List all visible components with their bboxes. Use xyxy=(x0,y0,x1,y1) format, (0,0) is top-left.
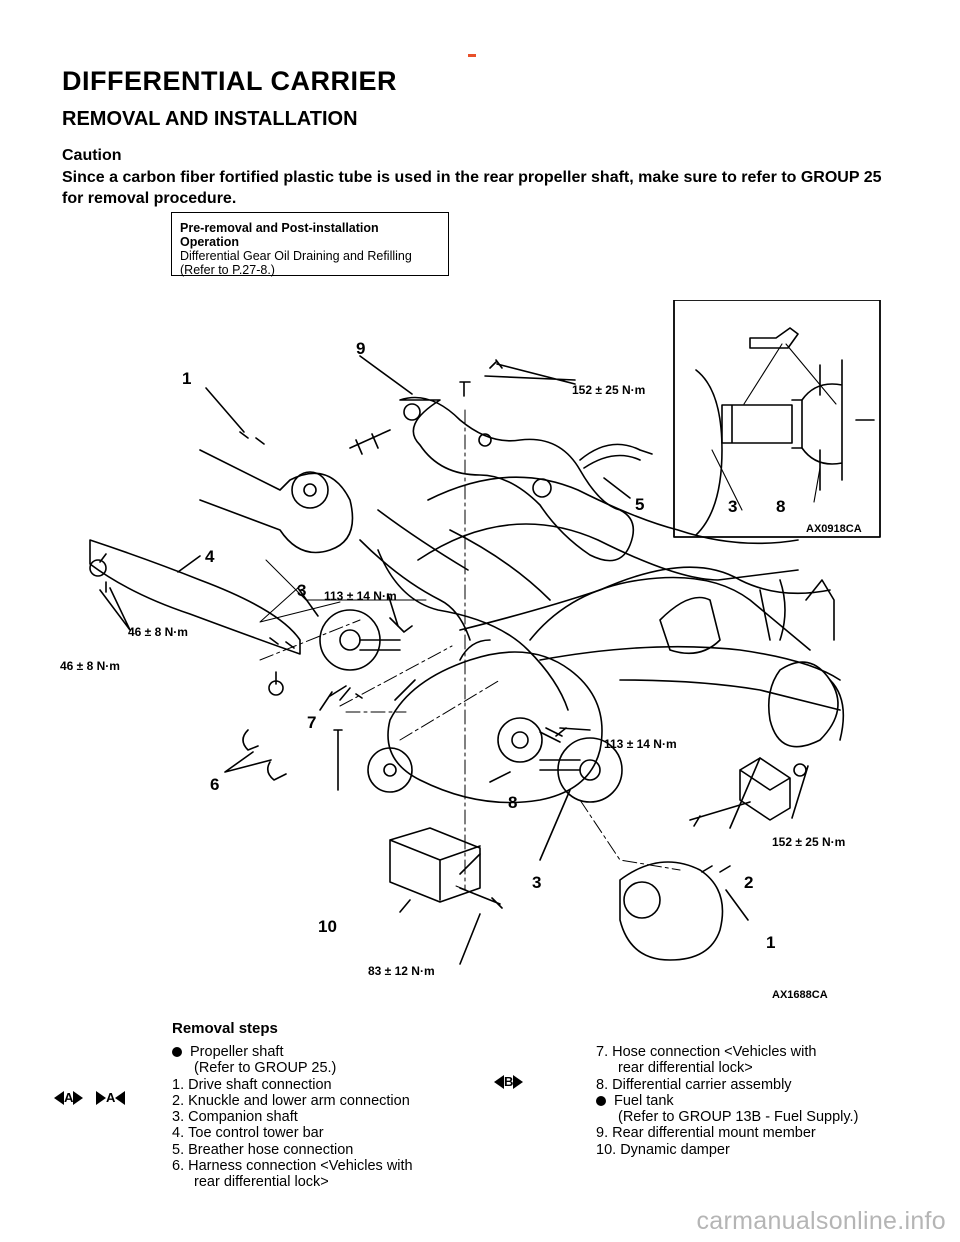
callout-2: 2 xyxy=(744,873,753,892)
callout-5: 5 xyxy=(635,495,644,514)
torque-113-upper: 113 ± 14 N·m xyxy=(324,589,397,603)
step-7-note: rear differential lock> xyxy=(618,1060,753,1077)
step-2: 2. Knuckle and lower arm connection xyxy=(172,1092,410,1109)
step-10: 10. Dynamic damper xyxy=(596,1141,730,1158)
caution-title: Caution xyxy=(62,147,122,164)
callout-8-lower: 8 xyxy=(508,793,517,812)
removal-steps-title: Removal steps xyxy=(172,1020,278,1037)
callout-1-upper: 1 xyxy=(182,369,191,388)
torque-113-lower: 113 ± 14 N·m xyxy=(604,737,677,751)
torque-152-upper: 152 ± 25 N·m xyxy=(572,383,645,397)
removal-steps-right-column: 7. Hose connection <Vehicles with rear d… xyxy=(596,1044,896,1158)
step-fuel-tank-note: (Refer to GROUP 13B - Fuel Supply.) xyxy=(618,1109,859,1126)
step-5: 5. Breather hose connection xyxy=(172,1141,354,1158)
marker-a-removal: A xyxy=(54,1090,84,1105)
triangle-left-icon xyxy=(115,1090,126,1105)
rear-subframe-rail xyxy=(377,549,569,711)
callout-10: 10 xyxy=(318,917,337,936)
watermark: carmanualsonline.info xyxy=(696,1207,946,1235)
step-6: 6. Harness connection <Vehicles with xyxy=(172,1158,413,1175)
inset-frame xyxy=(673,300,881,538)
torque-46-right: 46 ± 8 N·m xyxy=(128,625,188,639)
step-1: 1. Drive shaft connection xyxy=(172,1076,332,1093)
triangle-left-icon xyxy=(494,1074,504,1089)
pre-operation-text: Differential Gear Oil Draining and Refil… xyxy=(180,249,412,277)
knuckle-outline xyxy=(767,661,839,748)
triangle-right-icon xyxy=(73,1090,84,1105)
drive-shaft-1-lower xyxy=(619,861,724,961)
torque-46-left: 46 ± 8 N·m xyxy=(60,659,120,673)
callout-3-lower: 3 xyxy=(532,873,541,892)
triangle-right-icon xyxy=(513,1074,524,1089)
step-4: 4. Toe control tower bar xyxy=(172,1125,324,1142)
callout-3-upper: 3 xyxy=(297,581,306,600)
breather-hose-5 xyxy=(579,443,653,469)
pre-operation-title: Pre-removal and Post-installation Operat… xyxy=(180,221,379,249)
callout-1-lower: 1 xyxy=(766,933,775,952)
differential-carrier-8 xyxy=(387,651,603,804)
bullet-icon xyxy=(596,1095,606,1106)
mount-member-9 xyxy=(399,396,635,562)
torque-83: 83 ± 12 N·m xyxy=(368,964,435,978)
step-7: 7. Hose connection <Vehicles with xyxy=(596,1044,817,1060)
harness-connection-6 xyxy=(242,729,287,781)
callout-7: 7 xyxy=(307,713,316,732)
callout-6: 6 xyxy=(210,775,219,794)
triangle-right-icon xyxy=(96,1090,106,1105)
drive-shaft-1-upper xyxy=(199,449,354,554)
triangle-left-icon xyxy=(54,1090,64,1105)
bullet-icon xyxy=(172,1047,182,1057)
figure-code: AX1688CA xyxy=(772,989,828,1001)
callout-4: 4 xyxy=(205,547,215,566)
step-propeller-shaft-note: (Refer to GROUP 25.) xyxy=(194,1060,337,1077)
torque-152-lower: 152 ± 25 N·m xyxy=(772,835,845,849)
hose-connection-7 xyxy=(329,685,363,701)
inset-hub-illustration xyxy=(695,369,723,536)
step-fuel-tank: Fuel tank xyxy=(596,1093,896,1109)
header-accent-mark xyxy=(468,54,476,57)
toe-control-bar-4 xyxy=(89,539,301,655)
step-6-note: rear differential lock> xyxy=(194,1174,329,1191)
inset-code: AX0918CA xyxy=(806,523,862,535)
section-title: REMOVAL AND INSTALLATION xyxy=(62,108,358,130)
step-9: 9. Rear differential mount member xyxy=(596,1125,816,1142)
step-8: 8. Differential carrier assembly xyxy=(596,1076,792,1093)
callout-8-inset: 8 xyxy=(776,497,785,516)
step-propeller-shaft: Propeller shaft xyxy=(172,1044,462,1060)
caution-text: Since a carbon fiber fortified plastic t… xyxy=(62,169,882,207)
marker-b-removal: B xyxy=(494,1074,524,1089)
page-title: DIFFERENTIAL CARRIER xyxy=(62,66,398,96)
callout-3-inset: 3 xyxy=(728,497,737,516)
exploded-view-diagram: 9 1 5 4 3 7 6 8 3 2 10 1 3 8 152 ± 25 N·… xyxy=(60,300,881,1001)
dynamic-damper-10 xyxy=(389,827,481,903)
marker-a-installation: A xyxy=(96,1090,126,1105)
pre-operation-box: Pre-removal and Post-installation Operat… xyxy=(171,212,449,277)
lower-arm-outline xyxy=(539,645,841,711)
removal-steps-left-column: Propeller shaft (Refer to GROUP 25.) 1. … xyxy=(172,1044,462,1191)
callout-9: 9 xyxy=(356,339,365,358)
step-3: 3. Companion shaft xyxy=(172,1109,298,1126)
